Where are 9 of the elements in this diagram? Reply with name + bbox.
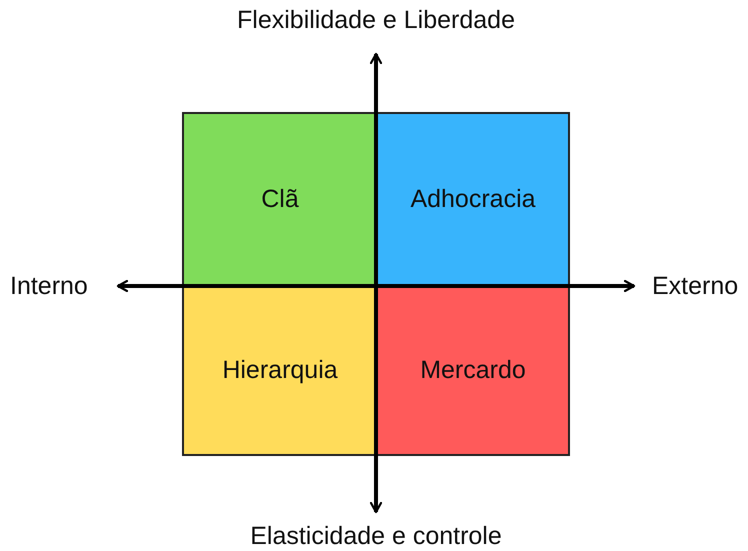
axis-label: Interno bbox=[10, 272, 88, 301]
axis-label: Externo bbox=[652, 272, 738, 301]
quadrant-label: Mercardo bbox=[420, 356, 526, 384]
axis-label: Flexibilidade e Liberdade bbox=[237, 6, 515, 35]
axis-label: Elasticidade e controle bbox=[250, 522, 502, 551]
quadrant-box bbox=[376, 112, 570, 286]
quadrant-label: Adhocracia bbox=[410, 184, 536, 214]
quadrant-label: Clã bbox=[261, 184, 299, 214]
quadrant-label: Hierarquia bbox=[222, 356, 338, 384]
